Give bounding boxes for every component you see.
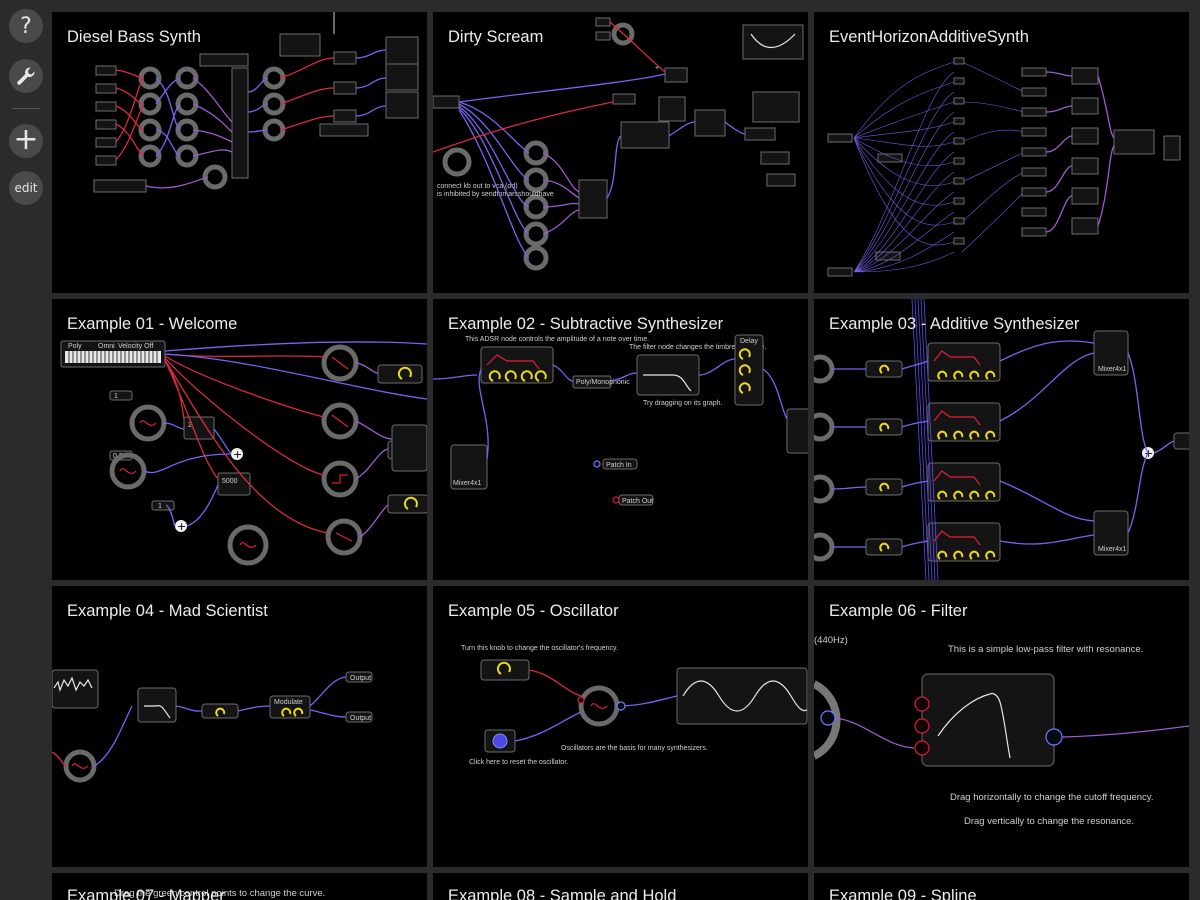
patch-title: Example 03 - Additive Synthesizer <box>829 315 1080 333</box>
patch-tile-example-08-sample-and-hold[interactable]: Example 08 - Sample and Hold <box>433 873 808 900</box>
patch-preview <box>827 57 1181 277</box>
patch-preview: Poly Omni Velocity Off 1 0.0 1 2 5000 + … <box>60 340 427 566</box>
module-label: Mixer4x1 <box>453 480 482 487</box>
note: connect kb out to vca (dd) <box>437 183 518 190</box>
patch-title: Example 09 - Spline <box>829 887 977 900</box>
module-label: Patch In <box>606 462 632 469</box>
module-label: Delay <box>740 338 758 345</box>
patch-tile-example-02-subtractive-synthesizer[interactable]: Example 02 - Subtractive Synthesizer Thi… <box>433 299 808 580</box>
patch-title: Example 04 - Mad Scientist <box>67 602 268 620</box>
patch-preview: Modulate Output Output <box>52 669 373 783</box>
module-label: Mixer4x1 <box>1098 546 1127 553</box>
edit-button[interactable]: edit <box>9 171 43 205</box>
wrench-icon <box>17 67 35 85</box>
patch-title: EventHorizonAdditiveSynth <box>829 28 1029 46</box>
patch-title: Example 02 - Subtractive Synthesizer <box>448 315 724 333</box>
value-label: 1 <box>158 503 162 510</box>
patch-tile-dirty-scream[interactable]: Dirty Scream + connect kb out to vca (dd… <box>433 12 808 293</box>
note: is inhibited by sendtomarsshouldhave <box>437 191 554 198</box>
note: Turn this knob to change the oscillator'… <box>461 645 618 652</box>
patch-preview <box>93 12 419 193</box>
module-label: Output <box>350 715 371 722</box>
patch-tile-example-07-mapper[interactable]: Example 07 - Mapper Drag the green contr… <box>52 873 427 900</box>
module-label: Poly/Monophonic <box>576 379 630 386</box>
note: Drag the green control points to change … <box>114 888 325 899</box>
patch-tile-example-06-filter[interactable]: Example 06 - Filter (440Hz) This is a si… <box>814 586 1189 867</box>
sidebar: ? + edit <box>0 0 52 900</box>
module-label: Patch Out <box>622 498 653 505</box>
svg-text:+: + <box>655 65 659 72</box>
note: Drag horizontally to change the cutoff f… <box>950 792 1154 803</box>
help-icon: ? <box>20 13 32 39</box>
note: Try dragging on its graph. <box>643 400 723 407</box>
patch-tile-eventhorizon-additive-synth[interactable]: EventHorizonAdditiveSynth <box>814 12 1189 293</box>
patch-preview: Drag the green control points to change … <box>114 888 325 899</box>
patch-title: Diesel Bass Synth <box>67 28 201 46</box>
patch-preview: Turn this knob to change the oscillator'… <box>461 645 808 766</box>
keyboard-label: Poly <box>68 343 82 350</box>
patch-title: Example 05 - Oscillator <box>448 602 619 620</box>
note: Drag vertically to change the resonance. <box>964 816 1134 827</box>
patch-tile-example-01-welcome[interactable]: Example 01 - Welcome Poly Omni Velocity … <box>52 299 427 580</box>
value-label: 5000 <box>222 478 238 485</box>
plus-icon: + <box>13 122 39 157</box>
settings-button[interactable] <box>9 59 43 93</box>
value-label: 2 <box>188 422 192 429</box>
patch-tile-diesel-bass-synth[interactable]: Diesel Bass Synth <box>52 12 427 293</box>
patch-preview: Mixer4x1 Mixer4x1 + <box>814 299 1189 580</box>
patch-preview: + connect kb out to vca (dd) is inhibite… <box>433 17 804 271</box>
patch-title: Example 06 - Filter <box>829 602 968 620</box>
note: Oscillators are the basis for many synth… <box>561 745 708 752</box>
patch-title: Example 07 - Mapper <box>67 887 225 900</box>
patch-preview: (440Hz) This is a simple low-pass filter… <box>814 635 1189 827</box>
note: This ADSR node controls the amplitude of… <box>465 336 649 343</box>
svg-text:+: + <box>233 448 242 461</box>
patch-tile-example-05-oscillator[interactable]: Example 05 - Oscillator Turn this knob t… <box>433 586 808 867</box>
keyboard-label: Velocity Off <box>118 343 153 350</box>
keyboard-label: Omni <box>98 343 115 350</box>
module-label: Mixer4x1 <box>1098 366 1127 373</box>
note: (440Hz) <box>814 635 848 646</box>
add-patch-button[interactable]: + <box>9 122 43 158</box>
module-label: Output <box>350 675 371 682</box>
help-button[interactable]: ? <box>9 9 43 43</box>
module-label: Modulate <box>274 699 303 706</box>
patch-tile-example-03-additive-synthesizer[interactable]: Mixer4x1 Mixer4x1 + Example 03 - Additiv… <box>814 299 1189 580</box>
svg-text:+: + <box>1144 447 1153 460</box>
sidebar-divider <box>12 108 40 109</box>
note: The filter node changes the timbre of a … <box>629 344 766 351</box>
note: Click here to reset the oscillator. <box>469 759 568 766</box>
patch-tile-example-09-spline[interactable]: Example 09 - Spline <box>814 873 1189 900</box>
patch-title: Example 01 - Welcome <box>67 315 238 333</box>
note: This is a simple low-pass filter with re… <box>948 644 1143 655</box>
value-label: 1 <box>114 393 118 400</box>
patch-title: Example 08 - Sample and Hold <box>448 887 677 900</box>
patch-title: Dirty Scream <box>448 28 544 46</box>
patch-tile-example-04-mad-scientist[interactable]: Example 04 - Mad Scientist Modulate Outp… <box>52 586 427 867</box>
patch-preview: This ADSR node controls the amplitude of… <box>433 334 808 506</box>
svg-text:+: + <box>177 520 186 533</box>
